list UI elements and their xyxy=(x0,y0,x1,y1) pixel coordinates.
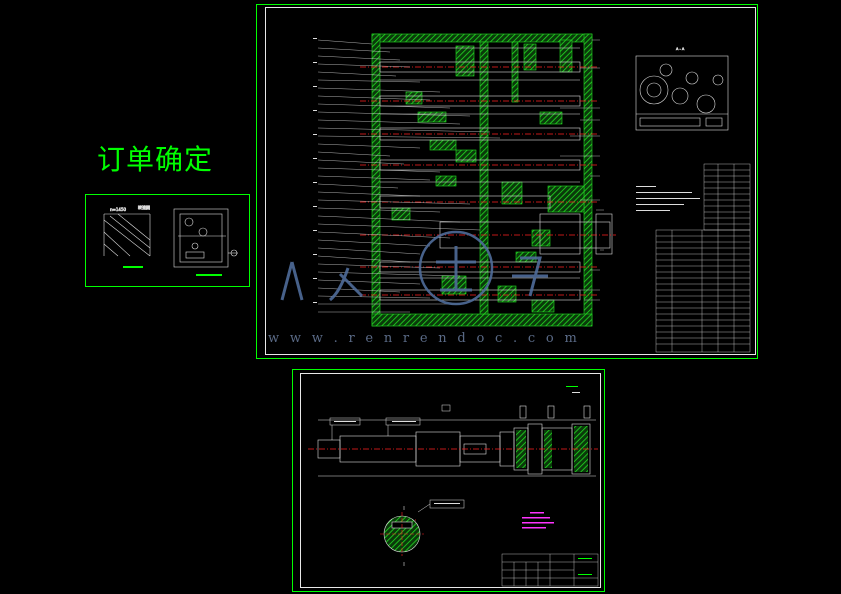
order-confirm-title[interactable]: 订单确定 xyxy=(97,143,214,176)
gearbox-side-view: A - A xyxy=(635,47,729,131)
shaft-section-view xyxy=(380,506,424,566)
svg-text:n=1450: n=1450 xyxy=(110,207,127,212)
renrendoc-watermark-logo xyxy=(280,230,548,306)
shaft-technical-requirements xyxy=(522,512,554,529)
technical-notes-block xyxy=(636,186,700,211)
gearbox-housing-hatched xyxy=(371,33,593,327)
parts-list-table xyxy=(655,163,751,353)
shaft-centerline xyxy=(308,448,598,521)
shaft-drawing-frame xyxy=(300,373,601,588)
svg-text:A - A: A - A xyxy=(676,47,685,51)
svg-text:转速图: 转速图 xyxy=(138,204,150,210)
thumbnail-speed-diagram: n=1450 转速图 xyxy=(103,204,151,268)
assembly-drawing-frame xyxy=(265,7,756,355)
shaft-dimension-texts xyxy=(334,386,580,504)
gearbox-leader-lines xyxy=(317,39,604,313)
thumbnail-layout-diagram xyxy=(173,208,238,276)
shaft-part-sheet[interactable] xyxy=(292,369,605,592)
gearbox-assembly-sheet[interactable] xyxy=(256,4,758,359)
shaft-tolerance-frames xyxy=(329,404,465,513)
watermark-url-text: w w w . r e n r e n d o c . c o m xyxy=(268,331,581,346)
thumbnail-drawing-sheet[interactable] xyxy=(85,194,250,287)
leader-tick-marks xyxy=(313,38,317,303)
shaft-title-block xyxy=(501,553,599,587)
gearbox-shafts xyxy=(379,47,613,301)
shaft-profile xyxy=(317,405,596,477)
